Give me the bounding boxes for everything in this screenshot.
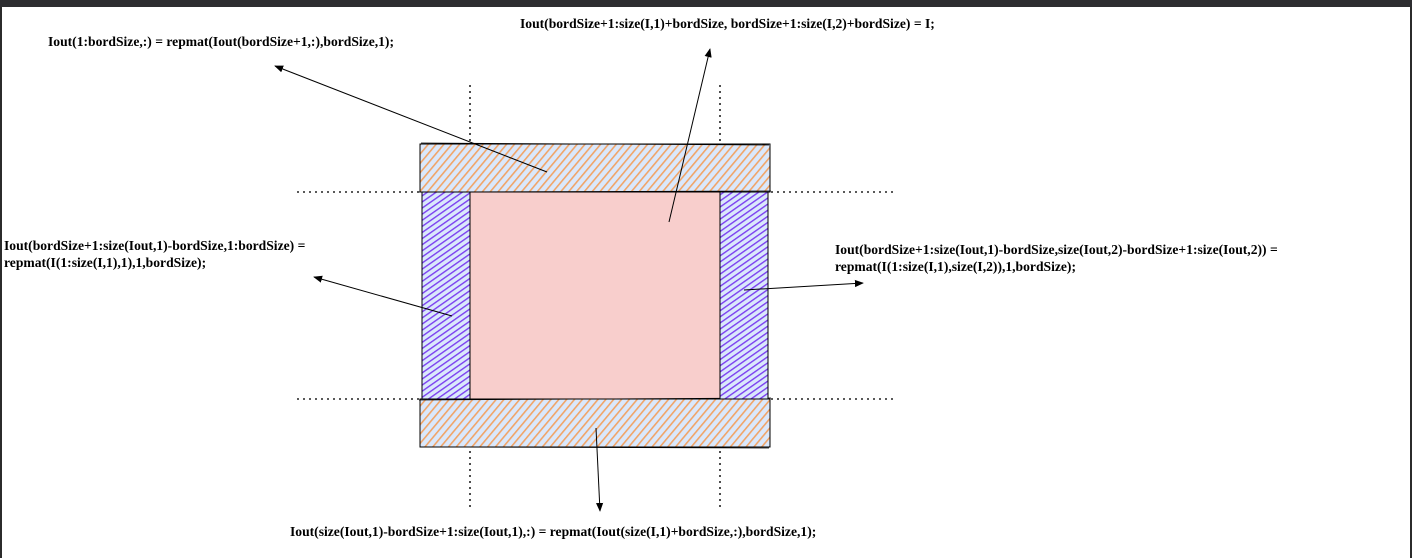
diagram-canvas: Iout(1:bordSize,:) = repmat(Iout(bordSiz… bbox=[2, 7, 1410, 558]
label-bottom-fill-text: Iout(size(Iout,1)-bordSize+1:size(Iout,1… bbox=[290, 524, 817, 539]
arrow-center-copy bbox=[668, 48, 712, 223]
label-left-fill-line1: Iout(bordSize+1:size(Iout,1)-bordSize,1:… bbox=[4, 238, 306, 253]
right-border-band bbox=[719, 191, 769, 400]
arrow-left-fill bbox=[313, 275, 453, 317]
label-right-fill-line1: Iout(bordSize+1:size(Iout,1)-bordSize,si… bbox=[835, 242, 1278, 257]
arrow-top-fill bbox=[274, 65, 548, 173]
left-border-band bbox=[421, 191, 471, 400]
border-padding-diagram bbox=[274, 48, 894, 512]
top-border-band bbox=[419, 143, 771, 193]
label-right-fill: Iout(bordSize+1:size(Iout,1)-bordSize,si… bbox=[835, 241, 1278, 275]
bottom-border-sketch bbox=[418, 397, 772, 449]
arrow-bottom-fill bbox=[595, 427, 604, 512]
label-left-fill-line2: repmat(I(1:size(I,1),1),1,bordSize); bbox=[4, 255, 207, 270]
label-top-fill-text: Iout(1:bordSize,:) = repmat(Iout(bordSiz… bbox=[48, 34, 394, 49]
label-top-fill: Iout(1:bordSize,:) = repmat(Iout(bordSiz… bbox=[48, 33, 394, 50]
bottom-border-band bbox=[419, 398, 771, 448]
label-center-copy: Iout(bordSize+1:size(I,1)+bordSize, bord… bbox=[520, 15, 935, 32]
top-border-sketch bbox=[418, 142, 772, 193]
arrow-right-fill bbox=[743, 279, 864, 291]
label-center-copy-text: Iout(bordSize+1:size(I,1)+bordSize, bord… bbox=[520, 16, 935, 31]
label-right-fill-line2: repmat(I(1:size(I,1),size(I,2)),1,bordSi… bbox=[835, 259, 1076, 274]
arrows bbox=[274, 48, 864, 512]
window-chrome-bar bbox=[0, 0, 1412, 7]
center-image-block bbox=[469, 191, 721, 400]
label-bottom-fill: Iout(size(Iout,1)-bordSize+1:size(Iout,1… bbox=[290, 523, 816, 540]
label-left-fill: Iout(bordSize+1:size(Iout,1)-bordSize,1:… bbox=[4, 237, 305, 271]
